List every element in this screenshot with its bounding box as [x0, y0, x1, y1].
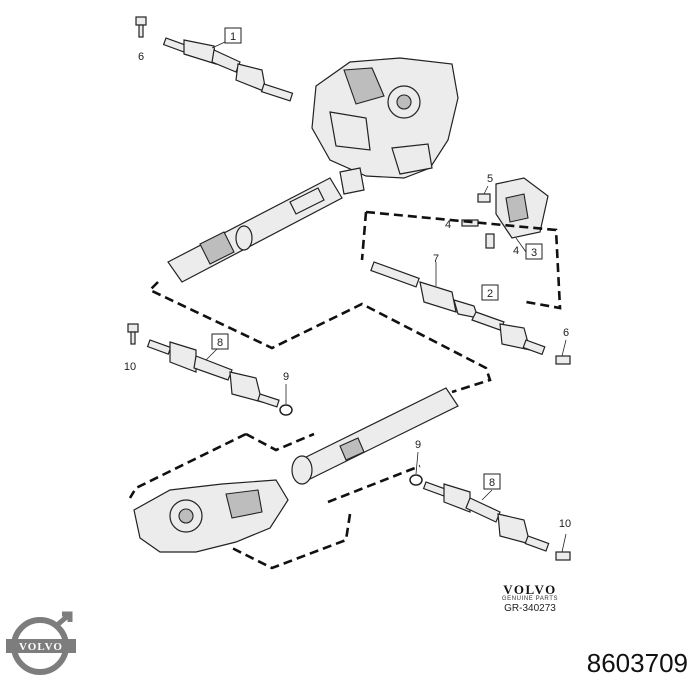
callout-10-left: 10	[124, 361, 136, 373]
callout-box-8-right	[483, 473, 501, 490]
callout-8-left: 8	[217, 337, 223, 349]
bolt-6-right	[555, 339, 571, 365]
propeller-shaft-upper	[167, 177, 343, 283]
part-number: 8603709	[586, 648, 688, 678]
callout-4-lower: 4	[513, 245, 519, 257]
bolt-5	[477, 185, 491, 203]
callout-2: 2	[487, 288, 493, 300]
callout-7: 7	[433, 253, 439, 265]
diagram-reference: GR-340273	[504, 603, 556, 614]
svg-text:VOLVO: VOLVO	[19, 641, 63, 653]
assembly-outline-lower	[231, 464, 421, 570]
bolt-6-top	[135, 16, 147, 38]
bolt-10-left	[127, 323, 139, 345]
callout-10-right: 10	[559, 518, 571, 530]
o-ring-9-right	[409, 451, 423, 486]
callout-6-right: 6	[563, 327, 569, 339]
final-drive-housing	[133, 479, 289, 553]
propeller-shaft-lower	[291, 387, 459, 485]
brand-subline: GENUINE PARTS	[501, 596, 559, 602]
callout-9-right: 9	[415, 439, 421, 451]
callout-box-1	[224, 27, 242, 44]
bracket-3	[495, 177, 549, 253]
bolt-10-right	[555, 533, 571, 561]
callout-4-upper: 4	[445, 219, 451, 231]
o-ring-9-left	[279, 384, 293, 416]
bolt-4-lower	[485, 233, 495, 249]
drive-shaft-1	[162, 37, 294, 102]
callout-1: 1	[230, 31, 236, 43]
drive-shaft-8-left	[146, 339, 280, 408]
callout-box-8-left	[211, 333, 229, 350]
callout-5: 5	[487, 173, 493, 185]
brand-name: VOLVO	[503, 582, 557, 597]
callout-9-left: 9	[283, 371, 289, 383]
drive-shaft-8-right	[422, 481, 550, 552]
callout-3: 3	[531, 247, 537, 259]
drive-shaft-2	[370, 261, 546, 356]
volvo-logo: VOLVO	[6, 611, 76, 675]
callout-8-right: 8	[489, 477, 495, 489]
callout-box-3	[525, 243, 543, 260]
assembly-outline-upper	[147, 281, 492, 394]
callout-box-2	[481, 284, 499, 301]
callout-6-top: 6	[138, 51, 144, 63]
assembly-outline-right	[360, 210, 562, 310]
gearbox-housing	[311, 57, 459, 195]
callout-numbers: 1 6 5 4 4 3 7 2 6 8 10 9 9 8 10	[124, 27, 571, 530]
assembly-outline-middle	[128, 432, 315, 499]
